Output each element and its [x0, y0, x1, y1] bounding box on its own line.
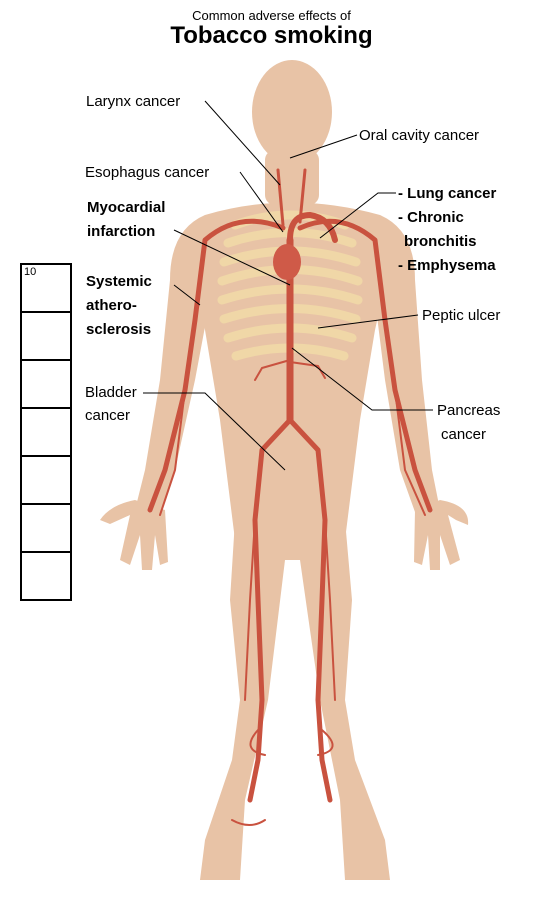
- label-myocardial: Myocardial: [87, 198, 165, 217]
- label-athero: athero-: [86, 296, 137, 315]
- label-bladder-cancer: cancer: [85, 406, 130, 425]
- label-oral-cavity-cancer: Oral cavity cancer: [359, 126, 479, 145]
- label-peptic-ulcer: Peptic ulcer: [422, 306, 500, 325]
- label-chronic: - Chronic: [398, 208, 464, 227]
- scale-cell: [20, 359, 72, 407]
- label-systemic: Systemic: [86, 272, 152, 291]
- label-emphysema: - Emphysema: [398, 256, 496, 275]
- scale-cell: [20, 503, 72, 551]
- label-lung-cancer: - Lung cancer: [398, 184, 496, 203]
- scale-box: 10: [20, 263, 68, 601]
- label-bronchitis: bronchitis: [404, 232, 477, 251]
- scale-cell: [20, 455, 72, 503]
- scale-top-label: 10: [24, 266, 36, 278]
- heart: [273, 244, 301, 280]
- scale-cell: 10: [20, 263, 72, 311]
- diagram-subtitle: Common adverse effects of: [0, 8, 543, 23]
- label-pancreas: Pancreas: [437, 401, 500, 420]
- scale-cell: [20, 311, 72, 359]
- label-esophagus-cancer: Esophagus cancer: [85, 163, 209, 182]
- scale-cell: [20, 551, 72, 601]
- label-infarction: infarction: [87, 222, 155, 241]
- diagram-title: Tobacco smoking: [0, 22, 543, 50]
- label-pancreas-cancer: cancer: [441, 425, 486, 444]
- label-sclerosis: sclerosis: [86, 320, 151, 339]
- label-larynx-cancer: Larynx cancer: [86, 92, 180, 111]
- scale-cell: [20, 407, 72, 455]
- label-bladder: Bladder: [85, 383, 137, 402]
